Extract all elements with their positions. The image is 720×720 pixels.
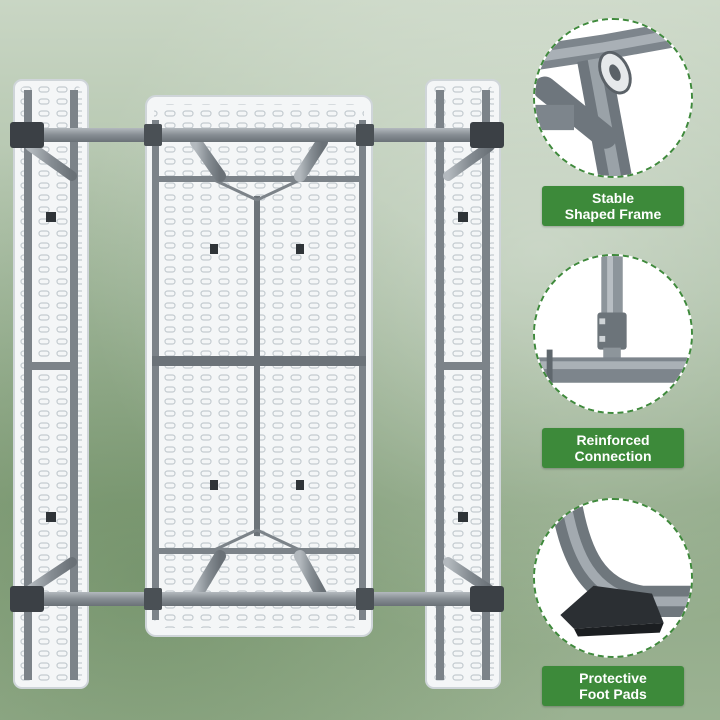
cross-tubes (10, 122, 504, 612)
frame-bracket-icon (535, 20, 691, 176)
feature-label-line2: Connection (574, 448, 652, 464)
feature-label-line1: Reinforced (576, 432, 650, 448)
bench-clips (46, 212, 468, 522)
feature-label-foot-pads: Protective Foot Pads (542, 666, 684, 706)
feature-label-stable-frame: Stable Shaped Frame (542, 186, 684, 226)
picnic-table-top-view (10, 79, 504, 689)
feature-label-line2: Shaped Frame (564, 206, 662, 222)
feature-label-line1: Protective (579, 670, 647, 686)
table-top (145, 95, 373, 637)
foot-pad-icon (535, 500, 691, 656)
bench-legs (25, 141, 495, 595)
feature-label-line2: Foot Pads (579, 686, 647, 702)
frame-joint-icon (535, 256, 691, 412)
joint-callout (533, 254, 693, 414)
left-bench (13, 79, 89, 689)
frame-bracket-callout (533, 18, 693, 178)
feature-label-reinforced-connection: Reinforced Connection (542, 428, 684, 468)
right-bench (425, 79, 501, 689)
feature-label-line1: Stable (591, 190, 634, 206)
foot-pad-callout (533, 498, 693, 658)
